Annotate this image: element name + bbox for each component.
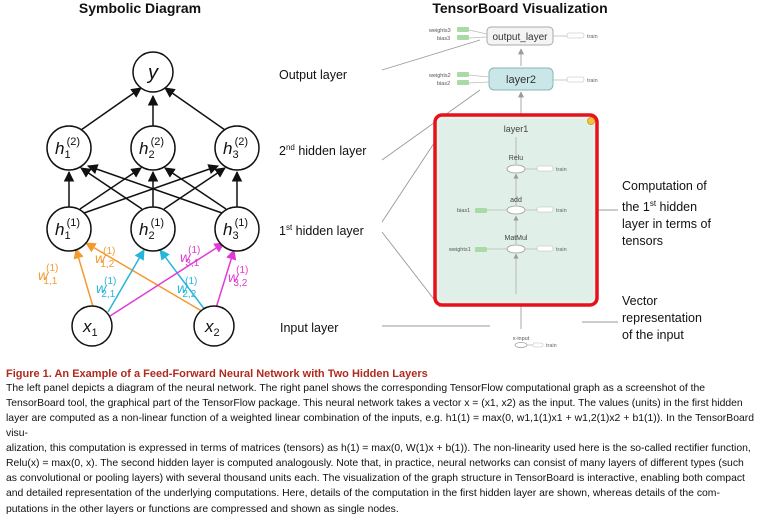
layer2-train-label: train [587,78,598,84]
relu-op[interactable] [506,164,526,174]
add-op[interactable] [506,205,526,215]
matmul-label: MatMul [505,235,528,242]
output-weights3-label: weights3 [428,28,451,34]
figure-caption: Figure 1. An Example of a Feed-Forward N… [6,367,754,517]
bias2-var [457,80,469,85]
output-train-label: train [587,34,598,40]
relu-label: Relu [509,155,524,162]
figure-line-1: The left panel depicts a diagram of the … [6,383,706,394]
node-h1-1-label: h1(1) [55,217,80,242]
matmul-op[interactable] [506,244,526,254]
weight-w31: w(1)3,1 [180,245,200,269]
figure-line-8: putations in the other layers or functio… [6,503,399,515]
layer1-collapse-icon[interactable] [587,117,595,125]
bias1-var [475,208,487,213]
layer2-node[interactable]: layer2 [488,67,554,91]
label-first-hidden-layer: 1st hidden layer [279,223,364,239]
node-y [132,51,174,93]
weights2-var [457,72,469,77]
label-input-layer: Input layer [280,321,339,335]
label-output-layer: Output layer [279,68,348,82]
weights1-label: weights1 [448,247,471,253]
x-input-label: x-input [513,336,530,342]
add-label: add [510,197,522,204]
bias3-var [457,35,469,40]
edges-x-to-h1 [73,242,237,317]
layer1-label: layer1 [504,124,529,134]
figure-line-2: TensorBoard tool, the graphical part of … [6,398,743,410]
symbolic-diagram: y h1(2) h2(2) h3(2) h1(1) h2(1) h3(1) x1… [38,51,260,347]
node-x1 [71,305,113,347]
node-x1-label: x1 [82,317,98,339]
edges-h1-to-h2 [63,164,243,214]
weights3-var [457,27,469,32]
node-x2-label: x2 [204,317,220,339]
figure-line-4: alization, this computation is expressed… [6,442,751,454]
node-x2 [193,305,235,347]
node-h2-1 [46,125,92,171]
node-h2-1-label: h1(2) [55,136,80,161]
label-second-hidden-layer: 2nd hidden layer [279,143,367,159]
figure-title: Figure 1. An Example of a Feed-Forward N… [6,368,428,380]
annotation-computation: Computation of the 1st hidden layer in t… [622,179,711,249]
x-input-train-label: train [546,343,557,349]
edges-h2-to-y [80,87,226,131]
node-h1-1 [46,206,92,252]
annotation-vector: Vector representation of the input [622,294,702,342]
node-h2-3-label: h3(2) [223,136,248,161]
add-train-label: train [556,208,567,214]
output-bias3-label: bias3 [437,36,450,42]
node-h2-3 [214,125,260,171]
node-h2-2-label: h2(2) [139,136,164,161]
layer2-bias2-label: bias2 [437,81,450,87]
layer2-weights2-label: weights2 [428,73,451,79]
weight-w12: w(1)1,2 [95,246,115,270]
svg-text:output_layer: output_layer [492,32,548,43]
node-h1-2-label: h2(1) [139,217,164,242]
node-h1-3-label: h3(1) [223,217,248,242]
svg-text:layer2: layer2 [506,74,536,86]
bias1-label: bias1 [457,208,470,214]
node-h2-2 [130,125,176,171]
node-y-label: y [146,62,159,84]
figure-line-6: as convolutional or pooling layers) with… [6,473,745,485]
weight-w21: w(1)2,1 [96,276,116,300]
x-input-placeholder[interactable] [514,342,528,348]
right-panel-title: TensorBoard Visualization [432,0,608,16]
figure-line-3: layer are computed as a non-linear funct… [6,413,754,439]
figure-line-5: Relu(x) = max(0, x). The second hidden l… [6,458,744,470]
left-panel-title: Symbolic Diagram [78,0,202,16]
weight-w11: w(1)1,1 [38,263,58,287]
node-h1-2 [130,206,176,252]
node-h1-3 [214,206,260,252]
weight-w22: w(1)2,2 [177,276,197,300]
relu-train-label: train [556,167,567,173]
weight-w32: w(1)3,2 [228,265,248,289]
matmul-train-label: train [556,247,567,253]
weights1-var [475,247,487,252]
output-layer-node[interactable]: output_layer [486,26,554,46]
figure-line-7: and detailed representation of the under… [6,488,720,500]
tensorboard-graph: output_layer weights3 bias3 train layer2… [428,26,599,349]
